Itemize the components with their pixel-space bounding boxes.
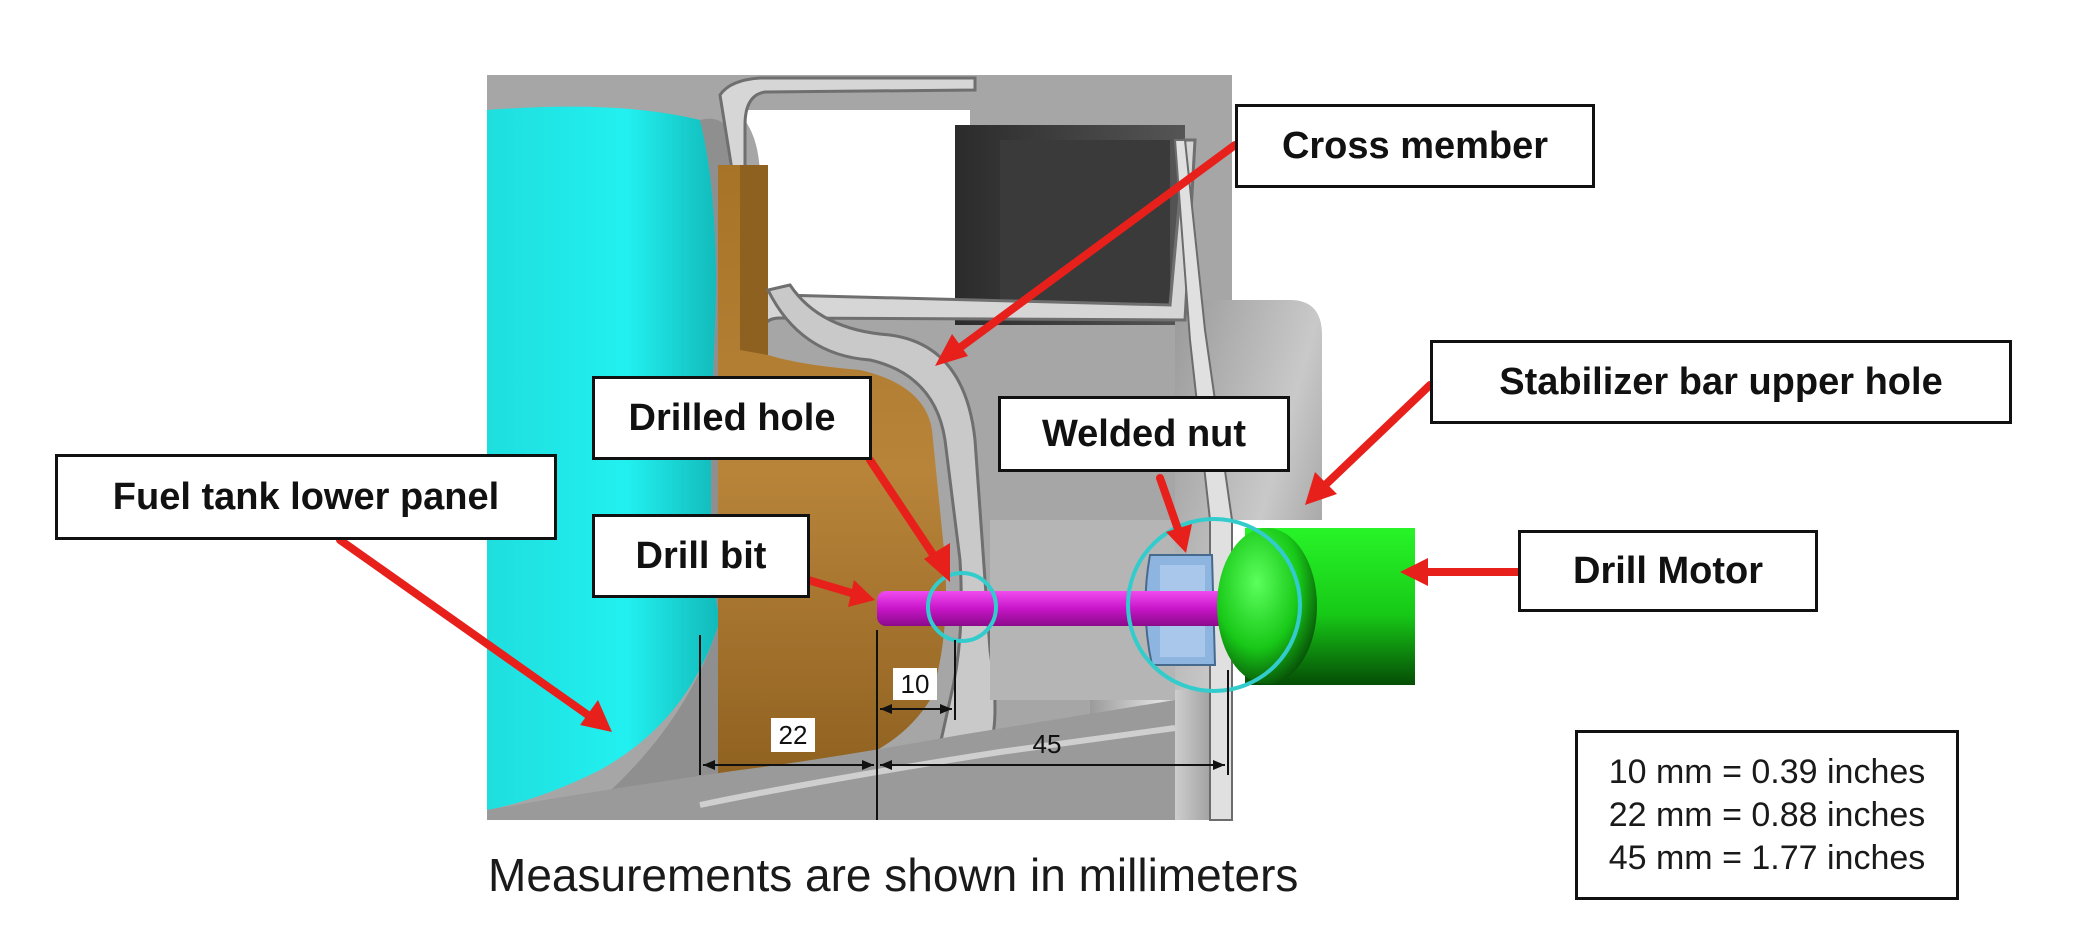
arrow-fuel-tank <box>336 536 599 724</box>
arrow-stabilizer-hole <box>1316 381 1434 494</box>
arrowhead-welded-nut <box>1166 524 1192 553</box>
lower-structure <box>487 700 1175 820</box>
welded-nut-highlight <box>1126 517 1302 693</box>
arrowhead <box>703 760 715 770</box>
drilled-hole-highlight <box>926 571 998 643</box>
label-stabilizer-hole: Stabilizer bar upper hole <box>1430 340 2012 424</box>
dimension-22: 22 <box>771 718 815 752</box>
label-cross-member: Cross member <box>1235 104 1595 188</box>
arrowhead <box>1213 760 1225 770</box>
arrowhead <box>862 760 874 770</box>
arrow-welded-nut <box>1156 474 1184 539</box>
upper-dark-face <box>1000 140 1170 310</box>
drill-motor-dome <box>1217 528 1317 684</box>
arrowhead-drill-motor <box>1400 558 1428 586</box>
drill-bit <box>877 591 1227 626</box>
upper-void <box>735 110 970 300</box>
conversion-line: 22 mm = 0.88 inches <box>1608 795 1926 834</box>
arrowhead-fuel-tank <box>580 700 612 732</box>
conversion-line: 10 mm = 0.39 inches <box>1608 752 1926 791</box>
arrowhead <box>940 704 952 714</box>
label-drilled-hole: Drilled hole <box>592 376 872 460</box>
inner-panel <box>718 165 946 780</box>
dimension-10: 10 <box>893 668 937 700</box>
arrow-drilled-hole <box>866 456 944 569</box>
label-drill-bit: Drill bit <box>592 514 810 598</box>
lower-edge <box>699 725 1176 808</box>
callout-arrows <box>336 141 1524 732</box>
arrowhead <box>880 760 892 770</box>
label-fuel-tank-panel: Fuel tank lower panel <box>55 454 557 540</box>
arrowhead <box>880 704 892 714</box>
conversion-line: 45 mm = 1.77 inches <box>1608 838 1926 877</box>
measurement-caption: Measurements are shown in millimeters <box>488 849 1299 901</box>
conversion-box: 10 mm = 0.39 inches 22 mm = 0.88 inches … <box>1575 730 1959 900</box>
arrow-drill-bit <box>804 576 859 598</box>
arrow-cross-member <box>946 141 1239 359</box>
arrowhead-drilled-hole <box>924 543 950 582</box>
arrowhead-drill-bit <box>848 580 875 607</box>
label-drill-motor: Drill Motor <box>1518 530 1818 612</box>
cross-member-sheet <box>765 283 997 747</box>
label-welded-nut: Welded nut <box>998 396 1290 472</box>
inner-panel-lip <box>740 165 768 355</box>
dimension-arrowheads <box>703 704 1225 770</box>
arrowhead-stabilizer-hole <box>1305 472 1337 505</box>
arrowhead-cross-member <box>935 334 968 366</box>
drill-assembly <box>877 517 1415 693</box>
dimension-45: 45 <box>1032 728 1062 759</box>
